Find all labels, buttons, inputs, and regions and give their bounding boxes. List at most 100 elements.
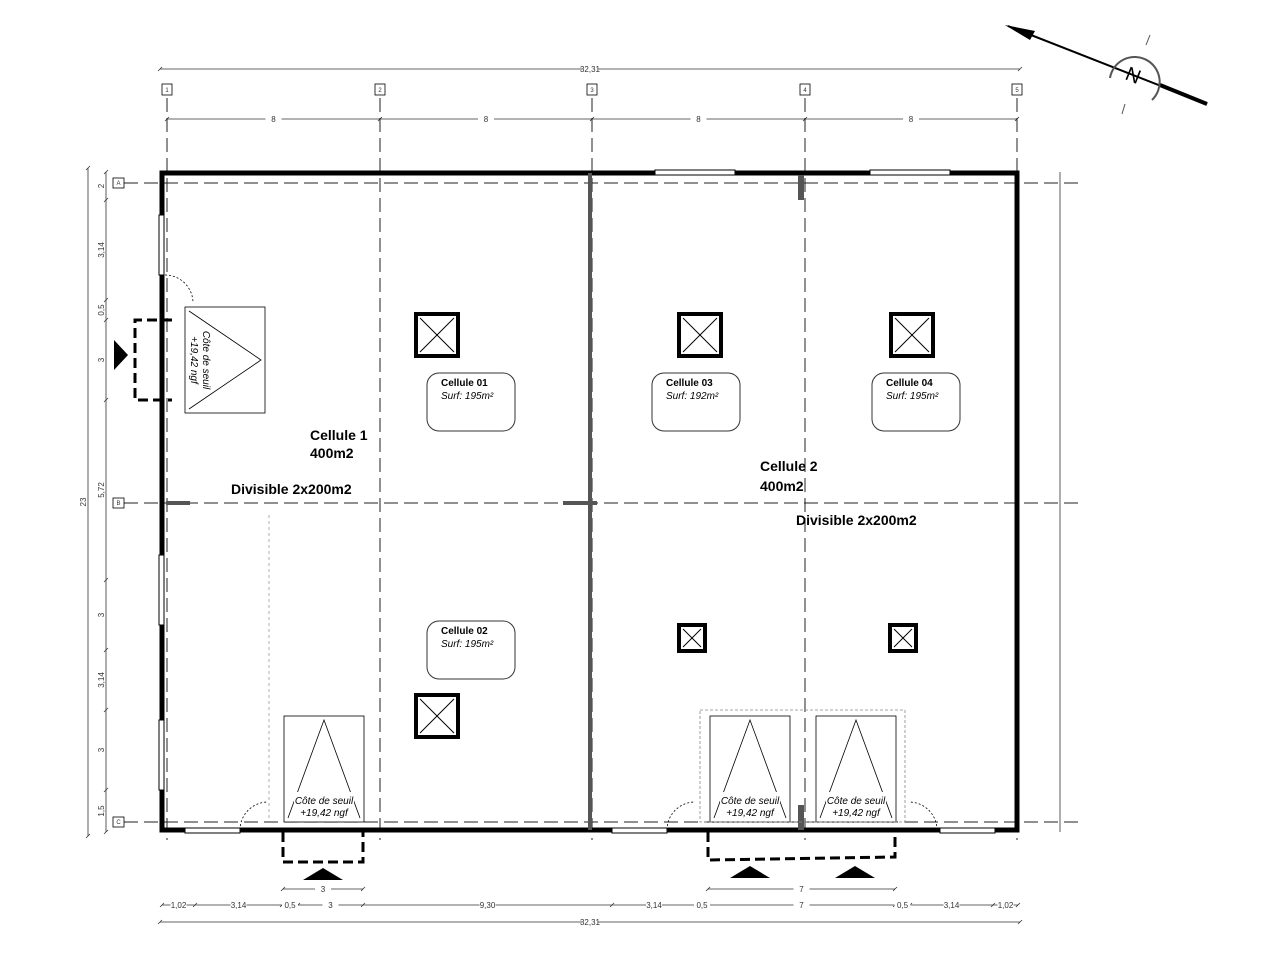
dim-bg: [646, 900, 662, 909]
threshold-label: Côte de seuil: [827, 796, 886, 807]
dimension-label: 3: [97, 612, 106, 617]
dimension-label: 3,14: [646, 901, 662, 910]
cell-2-label: Cellule 2 400m2 Divisible 2x200m2: [760, 458, 917, 528]
dimension-label: 8: [271, 115, 276, 124]
dimension-label: 9,30: [480, 901, 496, 910]
cell-1-title: Cellule 1: [310, 427, 368, 443]
room-surface: Surf: 195m²: [441, 639, 494, 650]
dimension-label: 0,5: [284, 901, 296, 910]
skylight-icon: [677, 312, 723, 358]
room-tags: Cellule 01 Surf: 195m² Cellule 02 Surf: 195…: [426, 372, 961, 680]
grid-row-label: B: [116, 501, 120, 507]
north-arrow-icon: N: [1005, 25, 1208, 115]
cell-2-title: Cellule 2: [760, 458, 818, 474]
dim-bg: [793, 884, 810, 893]
dimension-tick: [360, 902, 366, 908]
dim-bg: [690, 114, 707, 123]
dimension-label: 2: [97, 183, 106, 188]
room-surface: Surf: 195m²: [886, 391, 939, 402]
threshold-level: +19,42 ngf: [832, 808, 881, 819]
dimension-label: 8: [696, 115, 701, 124]
room-tag: Cellule 03 Surf: 192m²: [651, 372, 741, 432]
room-surface: Surf: 195m²: [441, 391, 494, 402]
grid-column-label: 2: [378, 88, 382, 94]
skylight-icon: [889, 312, 935, 358]
dimension-tick: [103, 829, 109, 835]
dim-bg: [582, 64, 598, 73]
dimension-tick: [103, 197, 109, 203]
grid-bubble: [799, 83, 811, 96]
dimension-tick: [85, 165, 91, 171]
dimension-label: 0,5: [897, 901, 909, 910]
dimension-label: 3,14: [97, 672, 106, 688]
grid-column-label: 5: [1015, 88, 1019, 94]
dimension-tick: [103, 397, 109, 403]
dimension-tick: [85, 833, 91, 839]
threshold-label: Côte de seuil: [295, 796, 354, 807]
dimension-label: 3: [97, 357, 106, 362]
dim-bg: [943, 900, 960, 909]
threshold-level: +19,42 ngf: [188, 336, 199, 385]
grid-bubble: [1011, 83, 1023, 96]
grid-bubble: [161, 83, 173, 96]
room-name: Cellule 04: [886, 378, 933, 389]
dim-bg: [265, 114, 282, 123]
dimension-tick: [103, 707, 109, 713]
dimension-label: 23: [79, 497, 88, 506]
sectional-door: Côte de seuil+19,42 ngf: [815, 715, 897, 823]
dim-bg: [479, 900, 496, 909]
skylight-icon: [414, 312, 460, 358]
cell-2-area: 400m2: [760, 478, 804, 494]
dimension-tick: [1015, 902, 1021, 908]
room-tag: Cellule 02 Surf: 195m²: [426, 620, 516, 680]
grid-bubble: [374, 83, 386, 96]
dimension-label: 7: [799, 901, 804, 910]
dim-bg: [315, 884, 331, 893]
skylight-icon: [677, 623, 707, 653]
room-tag: Cellule 01 Surf: 195m²: [426, 372, 516, 432]
dim-bg: [903, 114, 919, 123]
dimension-tick: [103, 297, 109, 303]
grid-bubble: [112, 816, 125, 828]
dimension-label: 3: [321, 885, 326, 894]
dimension-label: 32,31: [580, 918, 601, 927]
dim-bg: [694, 900, 710, 909]
dimension-tick: [1017, 66, 1023, 72]
dimension-tick: [280, 886, 286, 892]
dim-bg: [230, 900, 247, 909]
dimension-tick: [103, 787, 109, 793]
dim-bg: [282, 900, 298, 909]
dimension-label: 3: [328, 901, 333, 910]
grid-column-label: 4: [803, 88, 807, 94]
dimension-label: 1,02: [171, 901, 187, 910]
dimension-tick: [103, 317, 109, 323]
grid-bubble: [112, 177, 125, 189]
room-name: Cellule 01: [441, 378, 488, 389]
dimension-tick: [157, 66, 163, 72]
dimension-tick: [990, 902, 996, 908]
cell-2-note: Divisible 2x200m2: [796, 512, 917, 528]
dimension-label: 1,5: [97, 805, 106, 817]
dimension-tick: [159, 902, 165, 908]
dim-bg: [478, 114, 494, 123]
dimension-label: 3: [97, 747, 106, 752]
skylights: [414, 312, 935, 739]
skylight-icon: [414, 693, 460, 739]
threshold-label: Côte de seuil: [721, 796, 780, 807]
dimension-label: 5,72: [97, 482, 106, 498]
room-name: Cellule 02: [441, 626, 488, 637]
room-name: Cellule 03: [666, 378, 713, 389]
dimension-tick: [103, 169, 109, 175]
room-tag: Cellule 04 Surf: 195m²: [871, 372, 961, 432]
cell-1-area: 400m2: [310, 445, 354, 461]
cell-1-label: Cellule 1 400m2 Divisible 2x200m2: [231, 427, 368, 497]
dimension-label: 0,5: [696, 901, 708, 910]
room-surface: Surf: 192m²: [666, 391, 719, 402]
exterior-walls: [158, 169, 1020, 834]
grid-bubble: [586, 83, 598, 96]
grid-row-label: A: [116, 181, 120, 187]
grid-column-label: 3: [590, 88, 594, 94]
dimension-tick: [892, 886, 898, 892]
threshold-label: Côte de seuil: [200, 331, 211, 390]
